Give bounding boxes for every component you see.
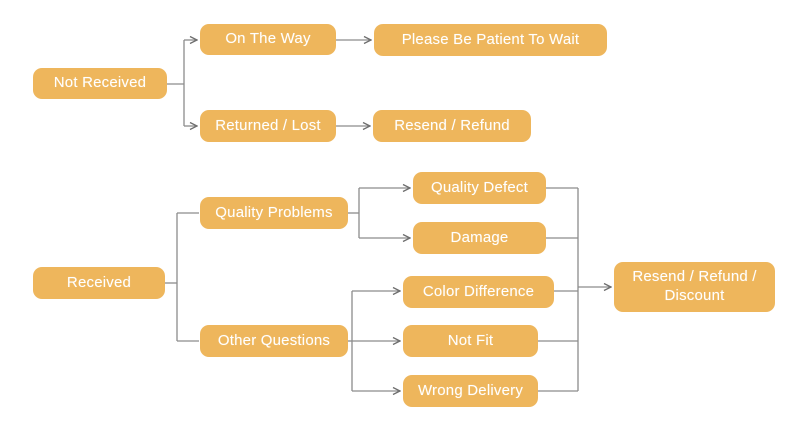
node-please-be-patient-to-wait[interactable]: Please Be Patient To Wait: [374, 24, 607, 56]
node-on-the-way[interactable]: On The Way: [200, 24, 336, 55]
node-quality-defect[interactable]: Quality Defect: [413, 172, 546, 204]
node-returned-lost[interactable]: Returned / Lost: [200, 110, 336, 142]
node-color-difference[interactable]: Color Difference: [403, 276, 554, 308]
node-resend-refund[interactable]: Resend / Refund: [373, 110, 531, 142]
node-resend-refund-discount[interactable]: Resend / Refund / Discount: [614, 262, 775, 312]
node-received[interactable]: Received: [33, 267, 165, 299]
node-wrong-delivery[interactable]: Wrong Delivery: [403, 375, 538, 407]
node-other-questions[interactable]: Other Questions: [200, 325, 348, 357]
node-damage[interactable]: Damage: [413, 222, 546, 254]
node-quality-problems[interactable]: Quality Problems: [200, 197, 348, 229]
node-not-received[interactable]: Not Received: [33, 68, 167, 99]
node-not-fit[interactable]: Not Fit: [403, 325, 538, 357]
